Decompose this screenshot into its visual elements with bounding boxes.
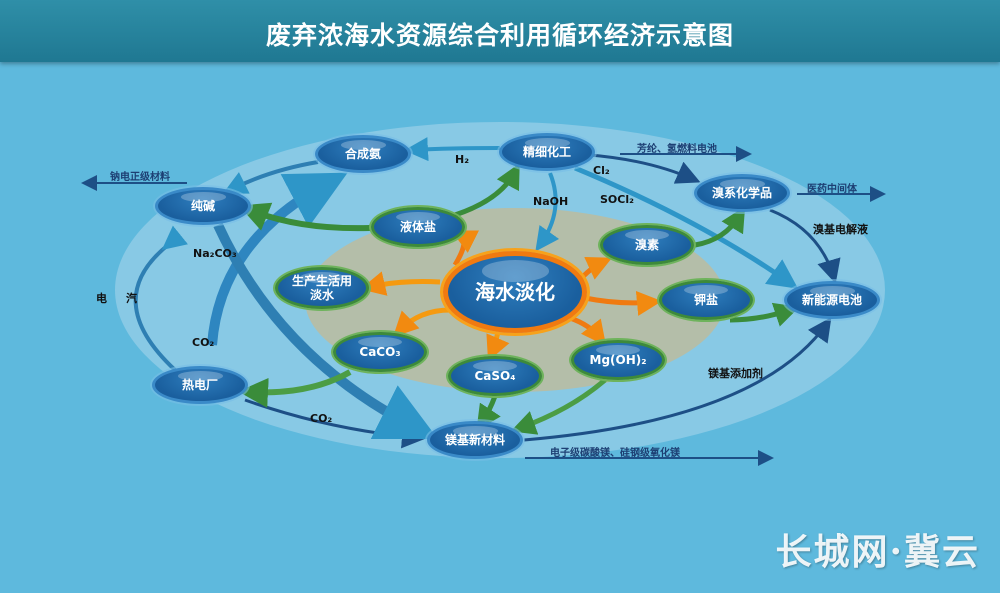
label-electricity: 电: [96, 292, 107, 305]
node-label: 合成氨: [344, 147, 381, 161]
label-na2co3: Na₂CO₃: [193, 247, 237, 260]
node-fresh-water: 生产生活用淡水: [275, 267, 369, 309]
node-label: 热电厂: [181, 378, 218, 392]
node-bromine-chemicals: 溴系化学品: [694, 174, 790, 212]
node-label: 精细化工: [522, 145, 571, 159]
label-cl2: Cl₂: [593, 164, 610, 177]
node-label: CaCO₃: [359, 345, 401, 359]
node-label: CaSO₄: [474, 369, 516, 383]
output-aramid: 芳纶、氢燃料电池: [637, 144, 717, 155]
node-label: 溴系化学品: [711, 186, 772, 200]
node-label: 纯碱: [190, 199, 215, 213]
node-label: 液体盐: [399, 220, 436, 234]
label-co2-upper: CO₂: [192, 336, 215, 349]
output-pharma: 医药中间体: [807, 184, 857, 195]
label-steam: 汽: [126, 292, 137, 305]
node-mg-material: 镁基新材料: [427, 421, 523, 459]
node-caso4: CaSO₄: [448, 356, 542, 396]
label-mg-additive: 镁基添加剂: [708, 367, 763, 380]
node-caco3: CaCO₃: [333, 332, 427, 372]
node-label: 新能源电池: [801, 293, 862, 307]
node-label: 海水淡化: [475, 280, 555, 304]
node-power-plant: 热电厂: [152, 366, 248, 404]
output-mg-products: 电子级碳酸镁、硅钢级氧化镁: [550, 448, 680, 459]
output-sodium-cathode: 钠电正级材料: [110, 172, 170, 183]
node-potash: 钾盐: [659, 280, 753, 320]
label-bromine-electrolyte: 溴基电解液: [813, 223, 868, 236]
label-co2-lower: CO₂: [310, 412, 333, 425]
node-bromine: 溴素: [600, 225, 694, 265]
node-synthetic-ammonia: 合成氨: [315, 135, 411, 173]
node-label: 生产生活用淡水: [291, 274, 352, 302]
node-label: 溴素: [634, 238, 659, 252]
node-label: 钾盐: [693, 293, 718, 307]
node-desalination: 海水淡化: [443, 251, 587, 333]
node-label: 镁基新材料: [444, 433, 505, 447]
node-liquid-salt: 液体盐: [371, 207, 465, 247]
label-socl2: SOCl₂: [600, 193, 634, 206]
page-title: 废弃浓海水资源综合利用循环经济示意图: [265, 21, 734, 50]
node-soda-ash: 纯碱: [155, 187, 251, 225]
node-mgoh2: Mg(OH)₂: [571, 340, 665, 380]
node-label: Mg(OH)₂: [589, 353, 647, 367]
label-naoh: NaOH: [533, 195, 569, 208]
watermark-logo: 长城网·冀云: [775, 531, 980, 573]
node-fine-chemical: 精细化工: [499, 133, 595, 171]
title-bar: 废弃浓海水资源综合利用循环经济示意图: [0, 0, 1000, 62]
node-new-energy-battery: 新能源电池: [784, 281, 880, 319]
label-h2: H₂: [455, 153, 470, 166]
